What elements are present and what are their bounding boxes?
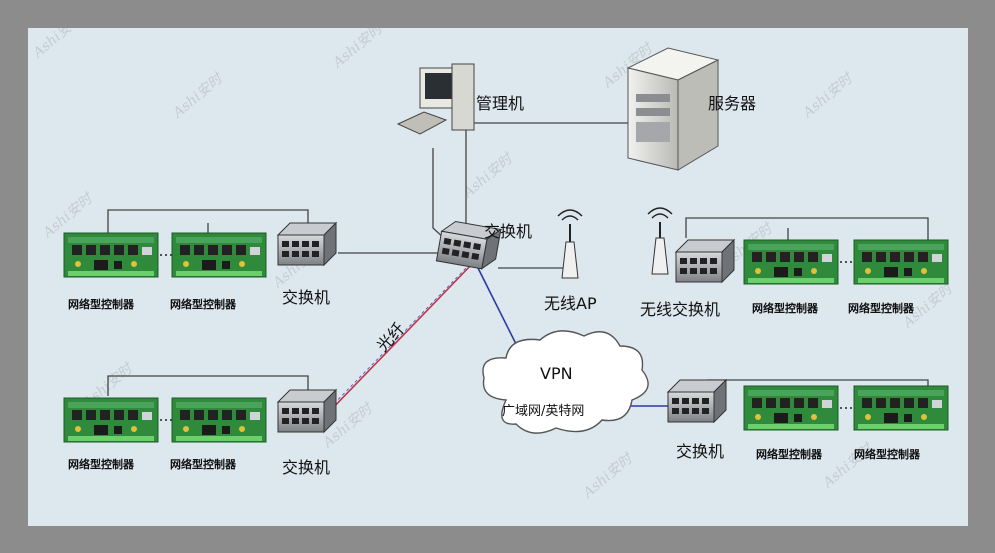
controller-label: 网络型控制器 — [756, 448, 822, 461]
switch-right-bottom-icon — [667, 379, 727, 423]
controller-label: 网络型控制器 — [170, 458, 236, 471]
wan-label: 广域网/英特网 — [502, 404, 585, 419]
switch-left-top-label: 交换机 — [282, 288, 331, 307]
controller-board-icon — [743, 385, 839, 431]
core-switch-label: 交换机 — [484, 222, 533, 241]
controller-board-icon — [853, 239, 949, 285]
switch-right-bottom-label: 交换机 — [676, 442, 725, 461]
server-label: 服务器 — [708, 94, 757, 113]
svg-text:Ashi安时: Ashi安时 — [329, 28, 387, 72]
diagram-canvas: Ashi安时 Ashi安时 Ashi安时 Ashi安时 Ashi安时 Ashi安… — [28, 28, 968, 526]
wireless-ap-icon — [557, 209, 583, 279]
controller-label: 网络型控制器 — [848, 302, 914, 315]
network-diagram: Ashi安时 Ashi安时 Ashi安时 Ashi安时 Ashi安时 Ashi安… — [29, 28, 957, 503]
svg-text:Ashi安时: Ashi安时 — [459, 150, 517, 203]
controller-label: 网络型控制器 — [854, 448, 920, 461]
server-icon — [626, 47, 720, 171]
controller-board-icon — [63, 397, 159, 443]
svg-text:Ashi安时: Ashi安时 — [579, 450, 637, 503]
wireless-switch-icon — [647, 207, 673, 275]
controller-board-icon — [853, 385, 949, 431]
wireless-switch-label: 无线交换机 — [640, 300, 721, 319]
cloud-icon — [482, 330, 649, 434]
svg-text:Ashi安时: Ashi安时 — [169, 70, 227, 123]
controller-label: 网络型控制器 — [170, 298, 236, 311]
controller-board-icon — [171, 397, 267, 443]
svg-text:Ashi安时: Ashi安时 — [29, 28, 87, 62]
management-label: 管理机 — [476, 94, 525, 113]
switch-left-bottom-icon — [277, 389, 337, 433]
fiber-line — [327, 262, 474, 414]
ellipsis-dots — [160, 254, 854, 421]
controller-label: 网络型控制器 — [68, 458, 134, 471]
controller-board-icon — [743, 239, 839, 285]
wireless-ap-label: 无线AP — [544, 294, 597, 313]
management-computer-icon — [396, 63, 475, 135]
switch-left-bottom-label: 交换机 — [282, 458, 331, 477]
switch-left-top-icon — [277, 222, 337, 266]
svg-text:Ashi安时: Ashi安时 — [799, 70, 857, 123]
vpn-label: VPN — [540, 364, 573, 383]
controller-label: 网络型控制器 — [68, 298, 134, 311]
controller-board-icon — [171, 232, 267, 278]
controller-label: 网络型控制器 — [752, 302, 818, 315]
wireless-switch-box-icon — [675, 239, 735, 283]
controller-board-icon — [63, 232, 159, 278]
